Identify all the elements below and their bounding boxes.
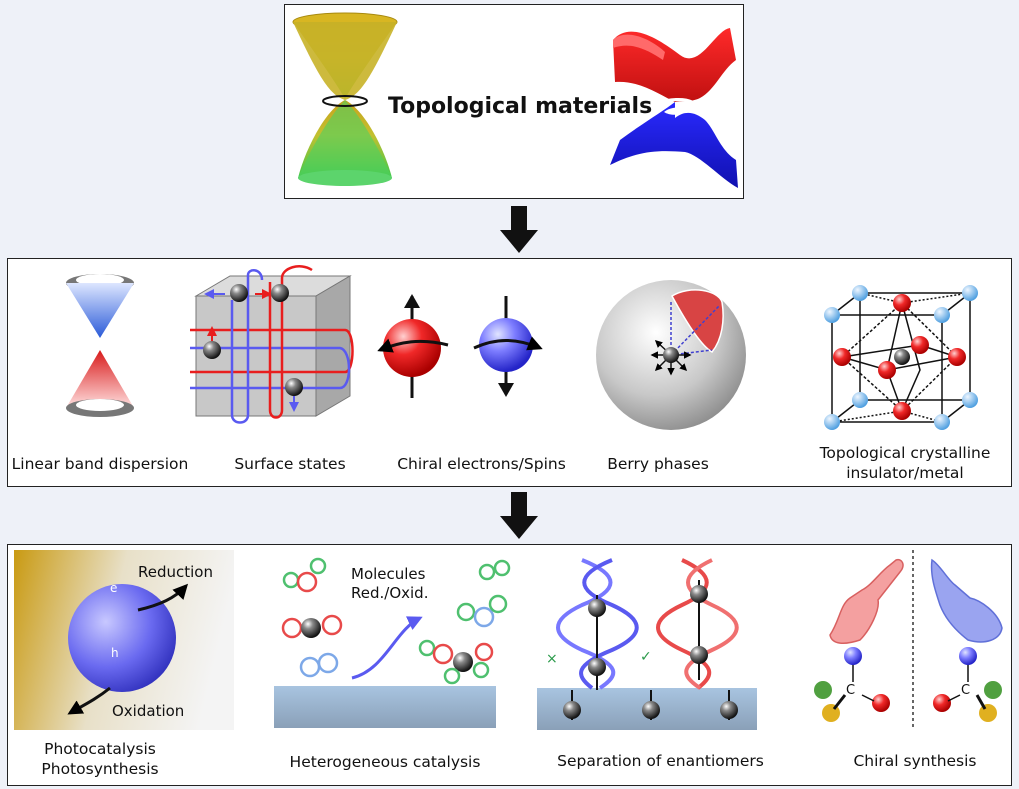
berry-phase-sphere-icon [596,280,746,430]
check-mark-icon: ✓ [640,649,652,665]
molecule-group [281,557,511,685]
linear-band-dispersion-label: Linear band dispersion [11,455,189,473]
enantiomer-separation-illustration [537,558,757,730]
topological-properties-panel [7,258,1012,487]
chiral-synthesis-label: Chiral synthesis [853,752,977,770]
photosynthesis-label: Photosynthesis [41,760,159,778]
dirac-cone-icon [292,12,398,186]
photocatalysis-illustration [14,550,234,730]
carbon-right-label: C [961,683,971,698]
topological-materials-title: Topological materials [388,94,653,119]
carbon-left-label: C [846,683,856,698]
separation-enantiomers-label: Separation of enantiomers [557,752,764,770]
reduction-label: Reduction [138,563,213,581]
photocatalysis-label: Photocatalysis [44,740,156,758]
chiral-electron-blue-icon [473,296,543,397]
heterogeneous-catalysis-illustration [274,557,511,728]
redox-label: Red./Oxid. [351,584,429,602]
surface-states-cube-icon [190,265,354,424]
berry-phases-label: Berry phases [607,455,709,473]
chiral-electrons-label: Chiral electrons/Spins [397,455,566,473]
right-hand-icon [930,558,1003,643]
hole-label: h [111,646,119,660]
down-arrow-icon [500,492,538,539]
electron-label: e [110,581,118,595]
cross-mark-icon: × [546,651,558,667]
oxidation-label: Oxidation [112,702,185,720]
lattice-atoms [824,285,978,430]
left-hand-icon [829,558,904,645]
tci-label-line1: Topological crystalline [819,444,991,462]
weyl-band-icon [610,28,738,188]
linear-band-cone-icon [66,274,134,417]
tci-label-line2: insulator/metal [846,464,964,482]
surface-states-label: Surface states [234,455,346,473]
chiral-synthesis-illustration [814,550,1003,730]
heterogeneous-catalysis-label: Heterogeneous catalysis [289,753,481,771]
down-arrow-icon [500,206,538,253]
molecules-label: Molecules [351,565,426,583]
chiral-electron-red-icon [377,294,449,398]
